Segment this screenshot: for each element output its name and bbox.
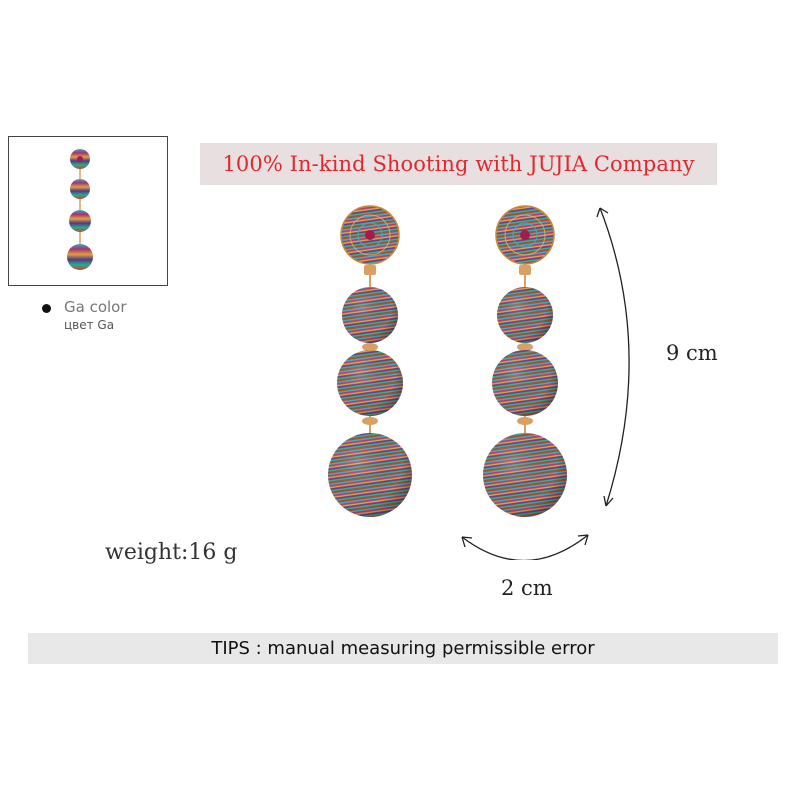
right-earring	[483, 205, 567, 517]
height-arrowhead-top	[596, 207, 609, 218]
left-earring	[328, 205, 412, 517]
height-dimension-label: 9 cm	[666, 341, 718, 365]
color-swatch-thumbnail[interactable]	[8, 136, 168, 286]
tips-bar: TIPS : manual measuring permissible erro…	[28, 633, 778, 664]
color-option-label: Ga color	[64, 298, 127, 316]
earring-thumbnail-image	[67, 149, 93, 270]
width-arrow	[461, 534, 589, 560]
promo-banner-text: 100% In-kind Shooting with JUJIA Company	[222, 152, 695, 176]
promo-banner: 100% In-kind Shooting with JUJIA Company	[200, 143, 717, 185]
width-arrowhead-left	[461, 536, 473, 548]
height-arrow	[599, 207, 630, 507]
weight-label: weight:16 g	[105, 540, 238, 565]
width-arrowhead-right	[577, 534, 589, 546]
width-dimension-label: 2 cm	[501, 576, 553, 600]
tips-text: TIPS : manual measuring permissible erro…	[211, 638, 595, 659]
height-arrowhead-bottom	[603, 495, 614, 507]
earrings-product-image	[328, 205, 567, 517]
dimension-arrows	[461, 207, 630, 560]
color-option-sublabel: цвет Ga	[64, 318, 115, 332]
selected-radio-dot[interactable]	[42, 304, 51, 313]
